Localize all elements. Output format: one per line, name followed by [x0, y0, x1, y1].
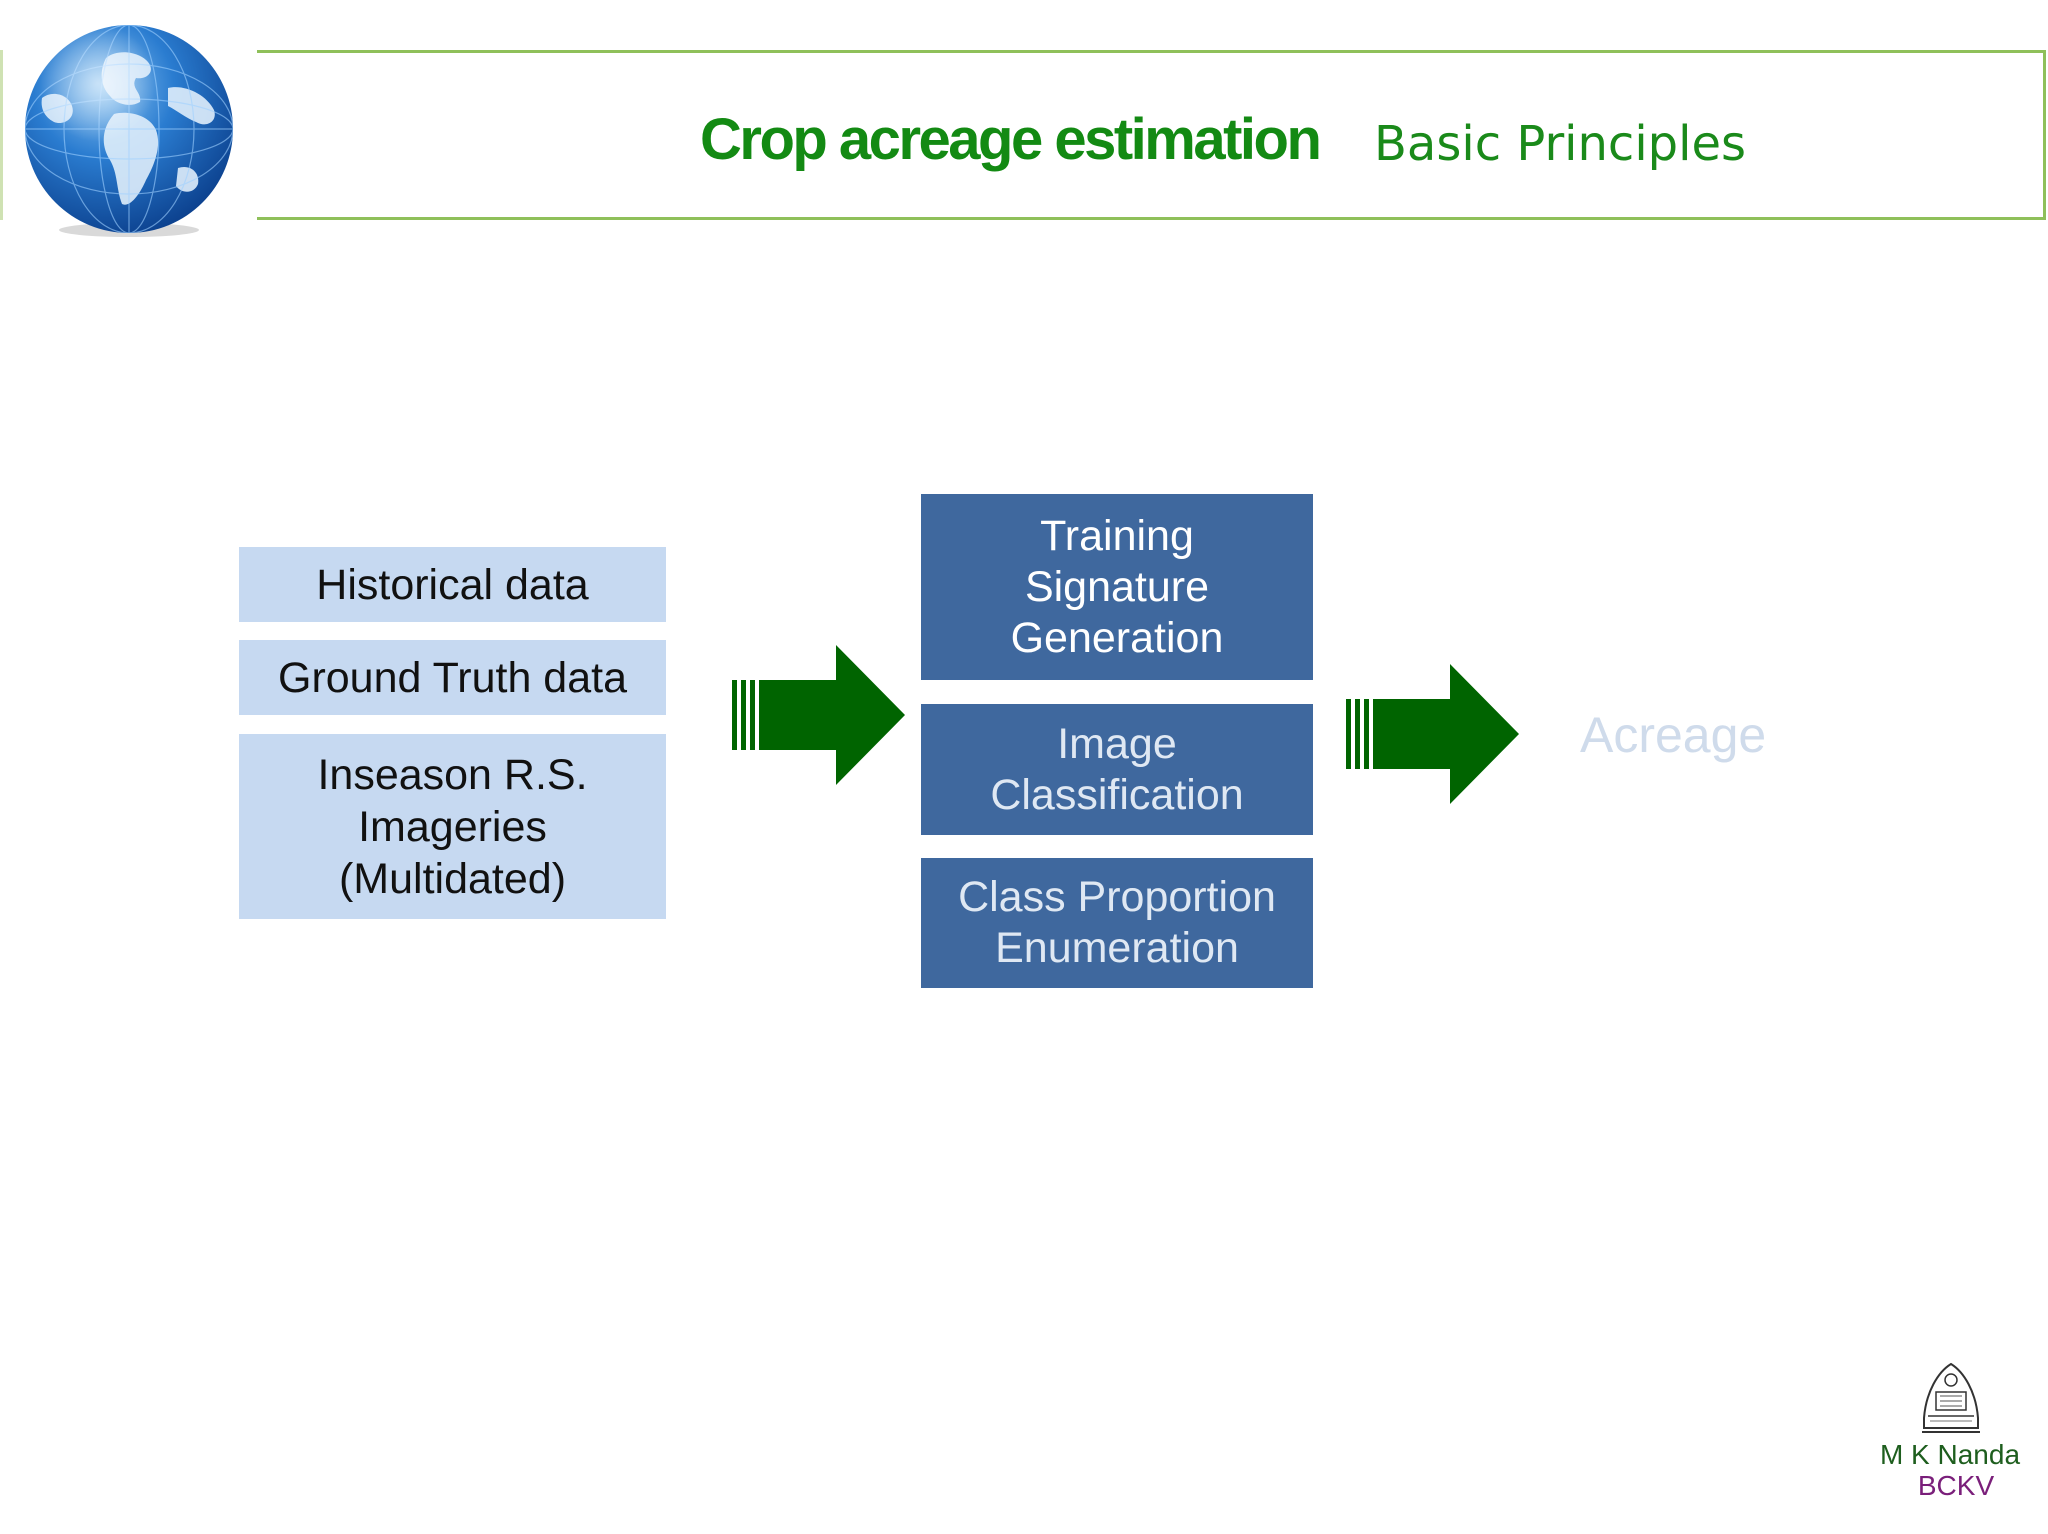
university-emblem-icon: [1922, 1362, 1980, 1433]
process-label: Training Signature Generation: [1010, 511, 1224, 662]
input-ground-truth-data: Ground Truth data: [239, 640, 666, 715]
striped-right-arrow-icon: [732, 645, 905, 785]
header-left-rule: [0, 50, 3, 220]
page-subtitle: Basic Principles: [1374, 116, 1746, 172]
striped-right-arrow-icon: [1346, 664, 1519, 804]
process-label: Image Classification: [990, 719, 1244, 819]
input-label: Inseason R.S. Imageries (Multidated): [317, 750, 588, 903]
input-inseason-imageries: Inseason R.S. Imageries (Multidated): [239, 734, 666, 919]
organization-name: BCKV: [1917, 1470, 1995, 1501]
input-label: Historical data: [316, 560, 589, 609]
process-class-proportion: Class Proportion Enumeration: [921, 858, 1313, 988]
input-label: Ground Truth data: [278, 653, 627, 702]
page-title: Crop acreage estimation: [700, 107, 1322, 172]
process-label: Class Proportion Enumeration: [958, 873, 1276, 972]
input-historical-data: Historical data: [239, 547, 666, 622]
header-band: [257, 50, 2046, 220]
globe-icon: [25, 25, 233, 237]
author-name: M K Nanda: [1879, 1439, 2021, 1470]
output-acreage: Acreage: [1580, 707, 1767, 763]
process-image-classification: Image Classification: [921, 704, 1313, 835]
process-training-signature: Training Signature Generation: [921, 494, 1313, 680]
